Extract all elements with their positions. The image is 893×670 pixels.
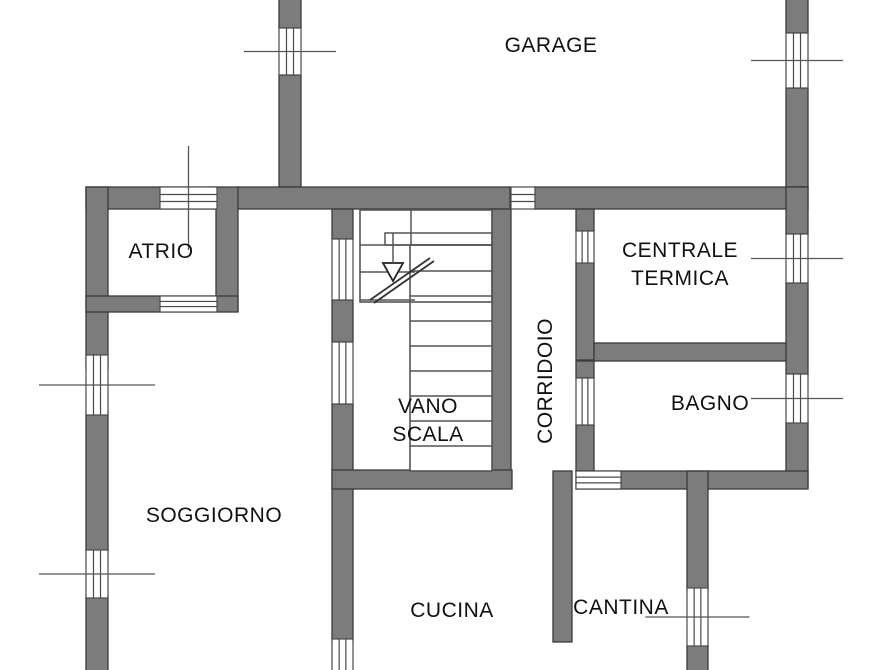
wall-garage-left-upper	[278, 0, 302, 29]
wall-cantina-right-1	[686, 470, 709, 592]
wall-house-right-2	[785, 282, 809, 375]
room-label-cucina: CUCINA	[410, 599, 494, 622]
window-win-garage-left	[244, 27, 336, 76]
opening-frame	[575, 377, 595, 426]
wall-corridoio-right-4	[575, 424, 595, 472]
door-door-ct-left	[575, 230, 595, 264]
wall-vano-right	[491, 208, 512, 472]
wall-vano-scala-bottom	[331, 469, 513, 490]
wall-house-left-3	[85, 594, 109, 670]
wall-cantina-right-2	[686, 644, 709, 670]
opening-frame	[331, 638, 354, 670]
room-label-line: CANTINA	[573, 596, 669, 619]
stair-landing-rail	[384, 232, 493, 246]
wall-vano-left-2	[331, 299, 354, 343]
opening-frame	[510, 186, 536, 210]
window-win-cucina-left	[331, 638, 354, 670]
wall-vano-left-1	[331, 208, 354, 240]
opening-frame	[331, 238, 354, 301]
room-label-line: ATRIO	[128, 240, 193, 263]
wall-mid-horizontal-mid	[236, 186, 511, 210]
room-labels-layer: GARAGE ATRIO CENTRALE TERMICA CORRIDOIO BAGNO…	[128, 34, 749, 622]
room-label-soggiorno: SOGGIORNO	[146, 504, 282, 527]
door-door-bagno-left	[575, 377, 595, 426]
wall-house-right-1	[785, 186, 809, 235]
room-label-atrio: ATRIO	[128, 240, 193, 263]
room-label-bagno: BAGNO	[671, 392, 749, 415]
wall-house-left-1	[85, 186, 109, 370]
stair-break-line	[369, 257, 431, 301]
room-label-line: SCALA	[392, 423, 463, 446]
door-door-vano-1	[331, 238, 354, 301]
window-win-ct-right	[751, 233, 843, 284]
wall-vano-left-3	[331, 403, 354, 643]
wall-garage-right-lower	[785, 87, 809, 188]
room-label-line: BAGNO	[671, 392, 749, 415]
door-door-vano-2	[331, 341, 354, 405]
walls-layer	[85, 0, 809, 670]
opening-frame	[159, 295, 218, 313]
door-door-corridoio-top	[510, 186, 536, 210]
room-label-centrale-termica: CENTRALE TERMICA	[622, 239, 738, 290]
room-label-garage: GARAGE	[505, 34, 598, 57]
room-label-line: SOGGIORNO	[146, 504, 282, 527]
room-label-line: TERMICA	[631, 267, 729, 290]
door-door-atrio-top	[159, 146, 218, 250]
wall-ct-bottom	[593, 342, 791, 362]
door-door-atrio-bottom	[159, 295, 218, 313]
room-label-line: GARAGE	[505, 34, 598, 57]
opening-frame	[575, 230, 595, 264]
window-win-soggiorno-top	[39, 354, 155, 416]
wall-corridoio-right-2	[575, 261, 595, 361]
room-label-vano-scala: VANO SCALA	[392, 395, 463, 446]
wall-corridoio-right-1	[575, 208, 595, 232]
wall-atrio-right	[215, 186, 239, 312]
room-label-cantina: CANTINA	[573, 596, 669, 619]
room-label-line: CORRIDOIO	[534, 318, 557, 444]
room-label-line: CENTRALE	[622, 239, 738, 262]
window-win-bagno-right	[751, 373, 843, 424]
wall-corridoio-right-3	[575, 360, 595, 379]
stair-flight-right	[409, 244, 493, 472]
stair-flight-upper	[359, 209, 493, 303]
stair-break-line	[373, 260, 435, 304]
window-win-garage-right	[751, 32, 843, 89]
staircase	[359, 209, 493, 472]
room-label-line: CUCINA	[410, 599, 494, 622]
wall-house-left-2	[85, 411, 109, 553]
wall-mid-horizontal-right	[533, 186, 809, 210]
wall-cucina-right	[552, 470, 573, 643]
door-door-corridoio-bot	[575, 470, 622, 490]
openings-layer	[39, 27, 843, 670]
wall-garage-left-lower	[278, 74, 302, 188]
opening-frame	[575, 470, 622, 490]
opening-frame	[331, 341, 354, 405]
window-win-soggiorno-bot	[39, 549, 155, 599]
room-label-line: VANO	[398, 395, 458, 418]
window-win-cantina-right	[645, 587, 750, 647]
room-label-corridoio: CORRIDOIO	[534, 318, 557, 444]
wall-garage-right-upper	[785, 0, 809, 34]
